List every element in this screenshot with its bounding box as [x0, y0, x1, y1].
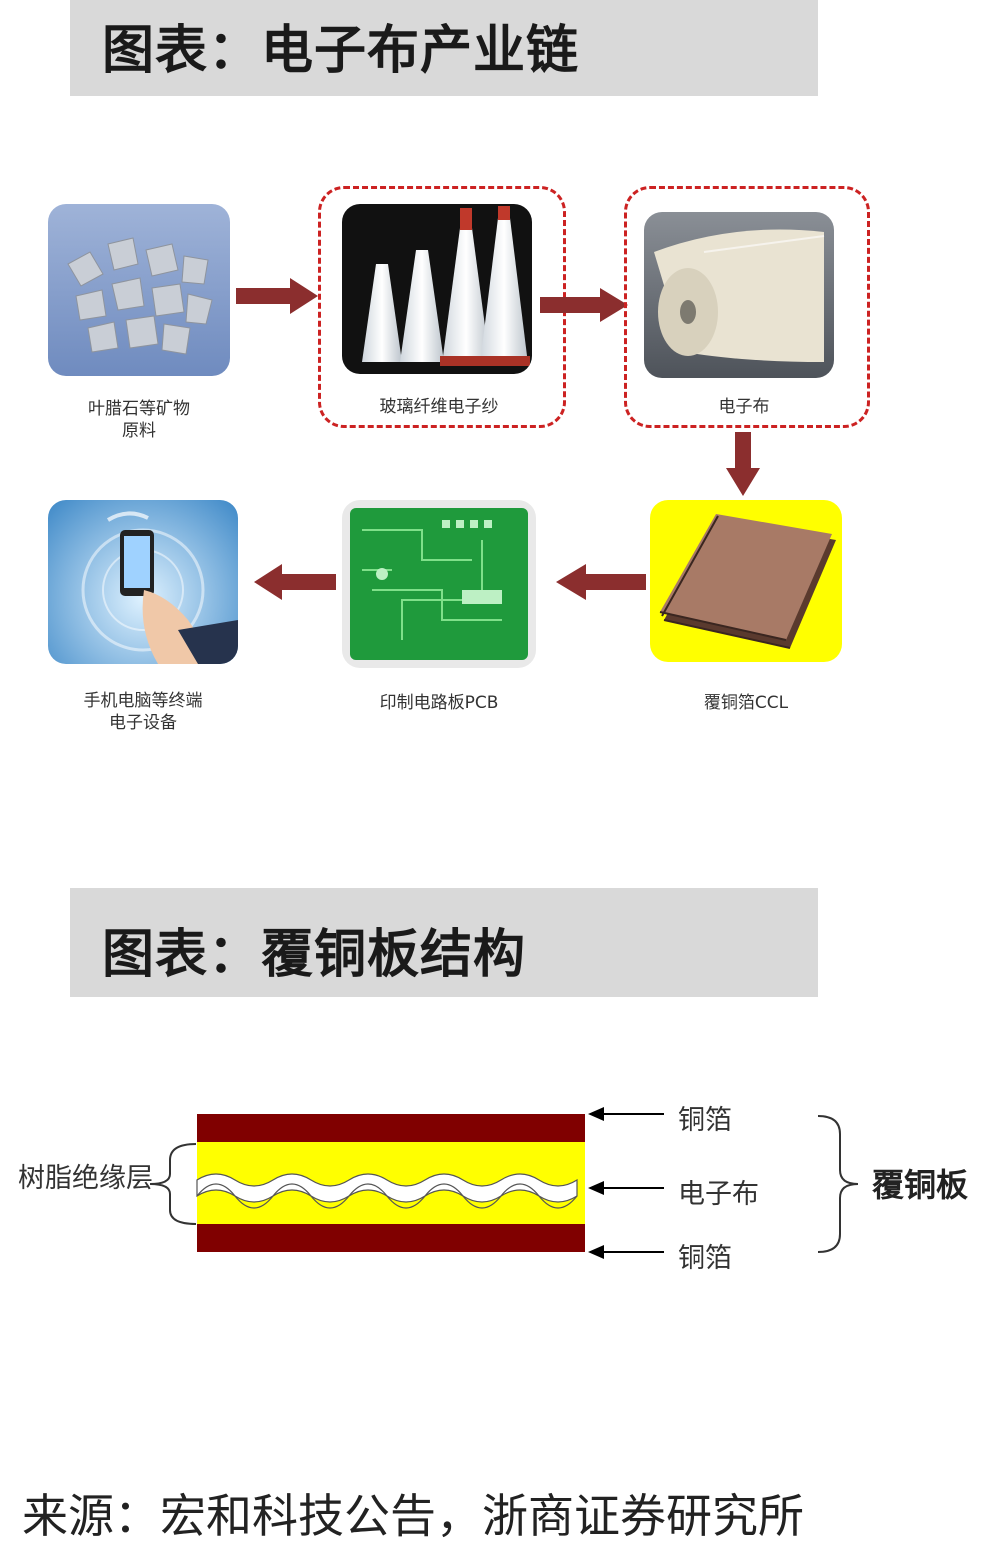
mineral-rocks-image: [48, 204, 230, 376]
glass-fiber-yarn-image: [342, 204, 532, 374]
step6-caption-line1: 手机电脑等终端: [48, 690, 238, 712]
flow-arrow-left-1: [556, 564, 646, 600]
glass-fiber-yarn-spools-icon: [342, 204, 532, 374]
flow-arrow-right-2: [540, 288, 628, 322]
copper-foil-bottom-label: 铜箔: [678, 1236, 732, 1275]
step3-caption: 电子布: [624, 396, 864, 418]
electronic-cloth-image: [644, 212, 834, 378]
mineral-rocks-icon: [48, 204, 230, 376]
section1-banner: 图表：电子布产业链: [70, 0, 818, 96]
section1-title: 图表：电子布产业链: [102, 8, 579, 83]
step1-caption: 叶腊石等矿物 原料: [48, 398, 230, 442]
step5-caption-line1: 印制电路板PCB: [332, 692, 546, 714]
copper-foil-top-label: 铜箔: [678, 1098, 732, 1137]
copper-clad-laminate-icon: [650, 500, 842, 662]
printed-circuit-board-icon: [342, 500, 536, 668]
layer-pointer-arrows: [588, 1107, 664, 1259]
section2-banner: 图表：覆铜板结构: [70, 888, 818, 997]
copper-clad-laminate-image: [650, 500, 842, 662]
smartphone-image: [48, 500, 238, 664]
step6-caption-line2: 电子设备: [48, 712, 238, 734]
step1-caption-line2: 原料: [48, 420, 230, 442]
copper-foil-top-layer: [197, 1114, 585, 1142]
right-brace: [818, 1116, 858, 1252]
step1-caption-line1: 叶腊石等矿物: [48, 398, 230, 420]
step2-caption: 玻璃纤维电子纱: [318, 396, 560, 418]
smartphone-in-hand-icon: [48, 500, 238, 664]
section2-title: 图表：覆铜板结构: [102, 912, 526, 987]
electronic-cloth-label: 电子布: [678, 1172, 759, 1211]
step3-caption-line1: 电子布: [624, 396, 864, 418]
step6-caption: 手机电脑等终端 电子设备: [48, 690, 238, 734]
ccl-group-label: 覆铜板: [872, 1160, 968, 1206]
left-brace: [150, 1144, 196, 1224]
source-note: 来源：宏和科技公告，浙商证券研究所: [22, 1480, 804, 1546]
step2-caption-line1: 玻璃纤维电子纱: [318, 396, 560, 418]
step4-caption: 覆铜箔CCL: [650, 692, 842, 714]
resin-insulation-label: 树脂绝缘层: [18, 1156, 153, 1195]
flow-arrow-down: [726, 432, 760, 496]
flow-arrow-left-2: [254, 564, 336, 600]
flow-arrow-right-1: [236, 278, 318, 314]
step5-caption: 印制电路板PCB: [332, 692, 546, 714]
copper-foil-bottom-layer: [197, 1224, 585, 1252]
step4-caption-line1: 覆铜箔CCL: [650, 692, 842, 714]
printed-circuit-board-image: [342, 500, 536, 668]
electronic-cloth-roll-icon: [644, 212, 834, 378]
